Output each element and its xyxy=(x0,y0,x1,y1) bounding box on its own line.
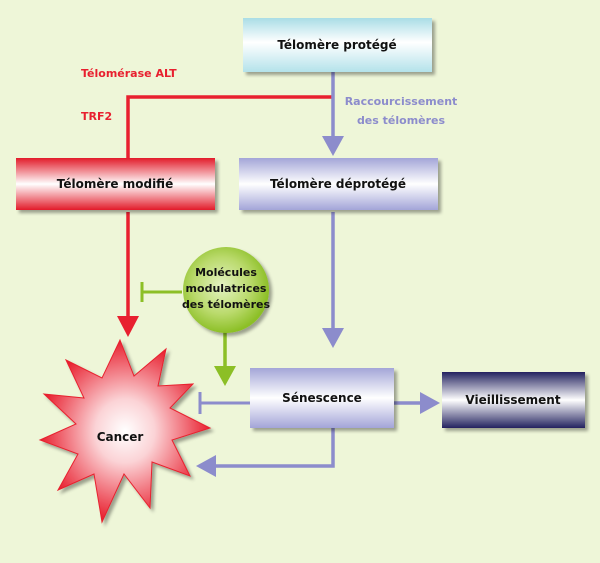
node-vieillissement xyxy=(442,372,585,428)
node-telomere-modifie-label: Télomère modifié xyxy=(57,177,173,191)
node-telomere-protege-label: Télomère protégé xyxy=(277,38,396,52)
red-link-protege-to-modifie xyxy=(126,95,333,158)
node-cancer-label: Cancer xyxy=(97,430,144,444)
label-telomerase-alt: Télomérase ALT xyxy=(81,67,177,80)
node-telomere-deprotege xyxy=(239,158,438,210)
green-arrow-head xyxy=(214,366,236,386)
label-trf2: TRF2 xyxy=(81,110,112,123)
node-molecules-line-3: des télomères xyxy=(182,298,271,311)
arrow-head-senescence xyxy=(322,328,344,348)
arrow-head-vieillissement xyxy=(420,392,440,414)
arrow-head-back-cancer xyxy=(196,455,216,477)
node-telomere-protege xyxy=(243,18,432,72)
node-senescence xyxy=(250,368,394,428)
node-vieillissement-label: Vieillissement xyxy=(465,393,560,407)
arrow-head-cancer xyxy=(117,316,139,337)
label-raccourcissement-line-1: Raccourcissement xyxy=(345,95,458,108)
label-raccourcissement-line-2: des télomères xyxy=(357,114,446,127)
node-molecules-line-2: modulatrices xyxy=(186,282,267,295)
arrow-senescence-to-cancer xyxy=(214,428,335,468)
node-telomere-deprotege-label: Télomère déprotégé xyxy=(270,177,406,191)
node-cancer-star xyxy=(38,338,212,524)
node-molecules-line-1: Molécules xyxy=(195,266,257,279)
node-senescence-label: Sénescence xyxy=(282,391,362,405)
node-molecules xyxy=(183,247,269,333)
node-telomere-modifie xyxy=(16,158,215,210)
arrow-head-deprotege xyxy=(322,136,344,156)
